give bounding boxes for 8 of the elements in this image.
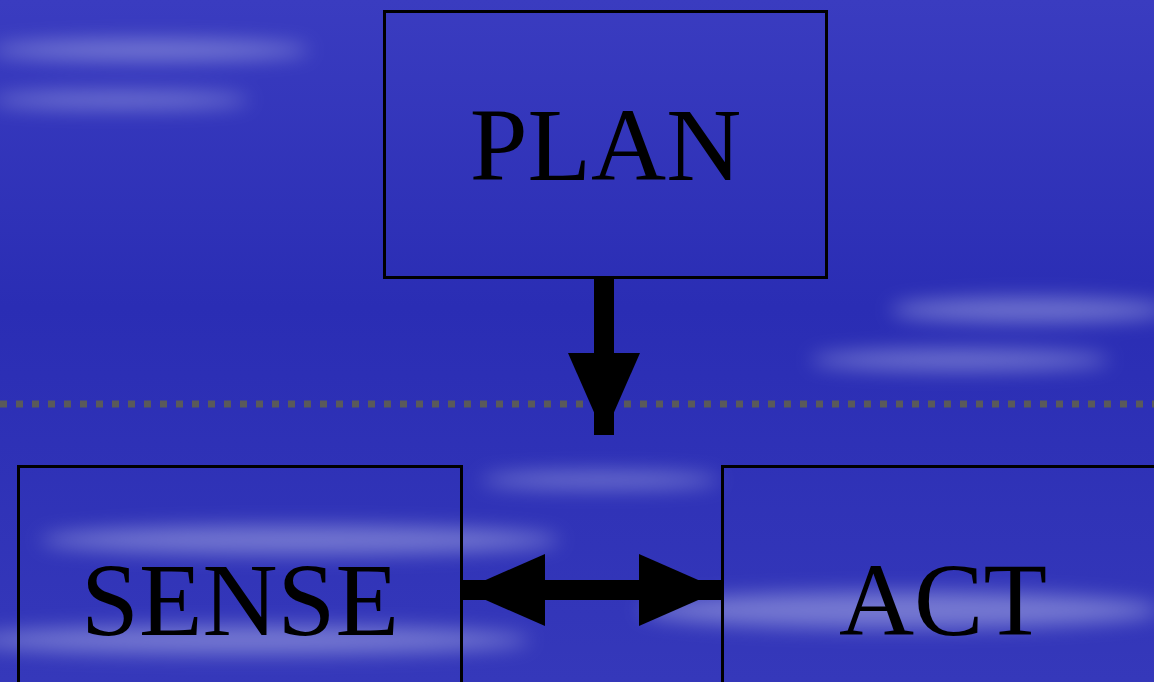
arrow xyxy=(568,279,640,435)
stage-box xyxy=(383,10,828,279)
stage-label: PLAN xyxy=(469,92,742,197)
stage-label: SENSE xyxy=(81,548,399,652)
arrow xyxy=(463,554,721,626)
stage-label: ACT xyxy=(839,548,1047,652)
stage-box xyxy=(721,465,1154,682)
stage-box xyxy=(17,465,463,682)
